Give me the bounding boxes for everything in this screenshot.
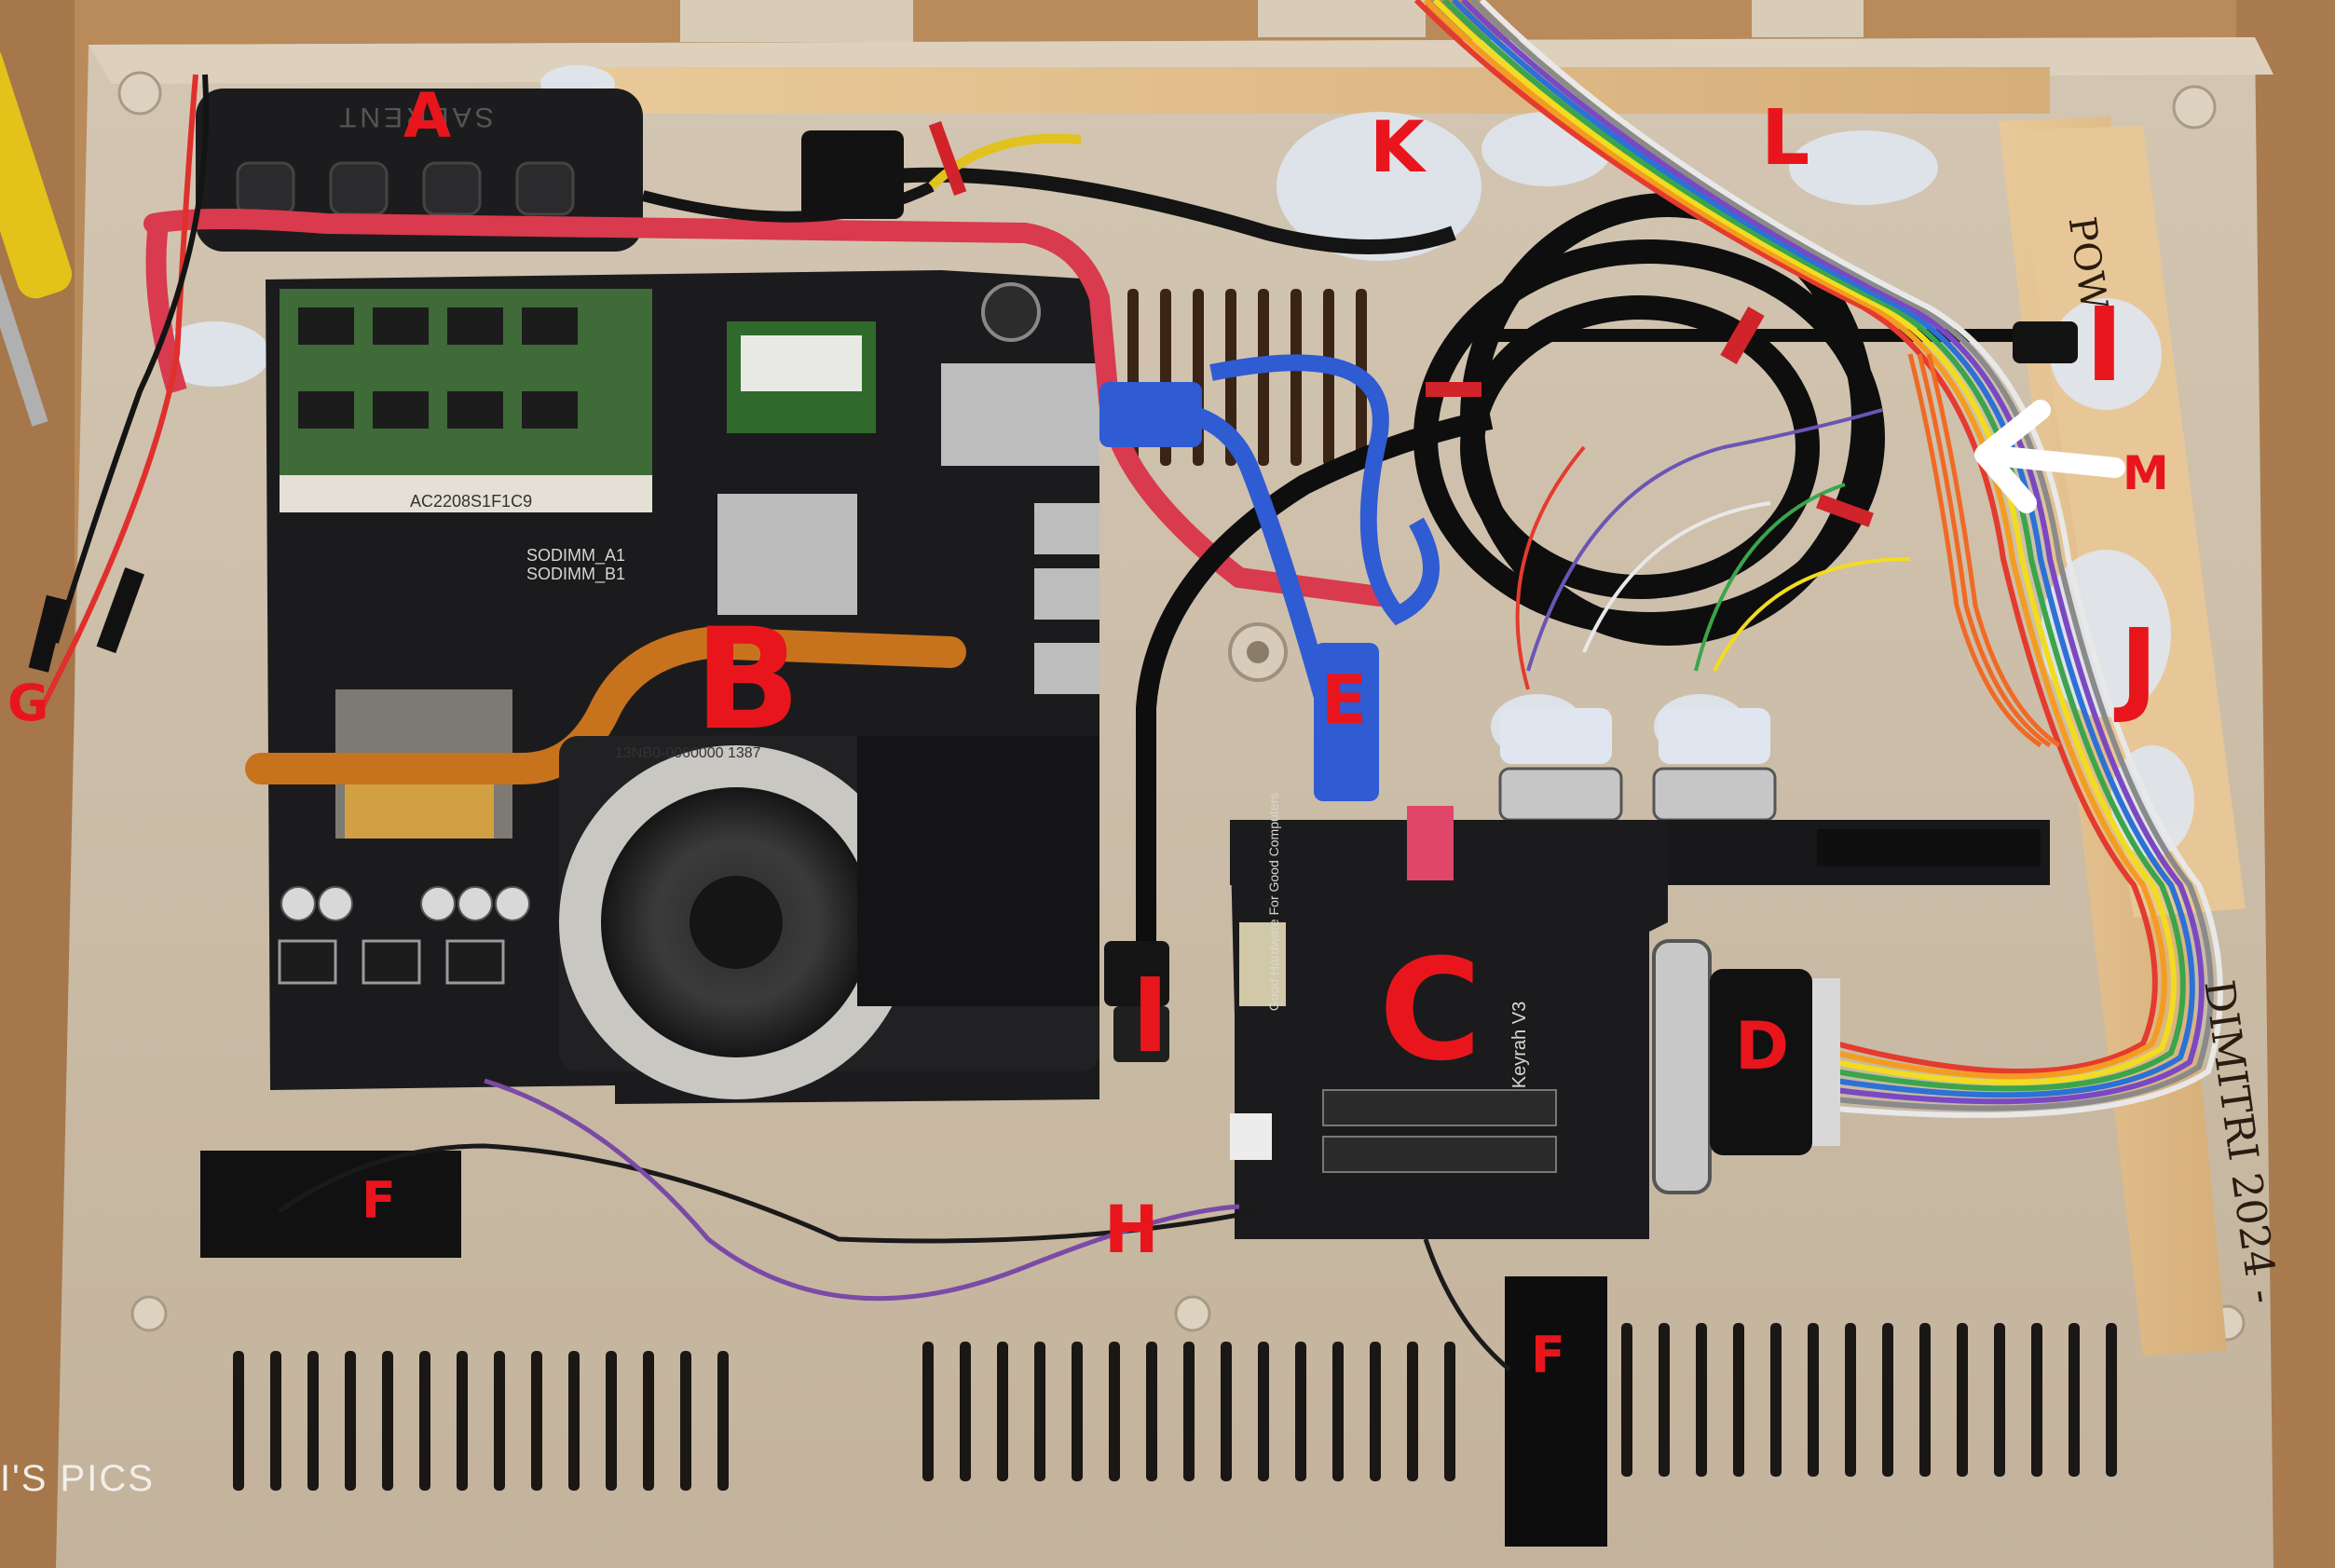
label-l: L bbox=[1761, 94, 1810, 183]
foam-pad-left bbox=[200, 1151, 461, 1258]
label-b: B bbox=[694, 599, 801, 761]
board-tag-text: Good Hardware For Good Computers bbox=[1266, 792, 1282, 1012]
sodimm-b-text: SODIMM_B1 bbox=[526, 565, 626, 583]
sodimm-a-text: SODIMM_A1 bbox=[526, 546, 626, 565]
foam-pad-bottom bbox=[1505, 1276, 1607, 1547]
label-j: J bbox=[2120, 607, 2158, 726]
screwdriver bbox=[0, 42, 73, 299]
label-i-top: I bbox=[2085, 285, 2123, 404]
board-name-text: Keyrah V3 bbox=[1509, 1001, 1531, 1089]
label-k: K bbox=[1370, 105, 1425, 188]
chipset-shield bbox=[717, 494, 857, 615]
label-c: C bbox=[1379, 930, 1482, 1092]
label-f-left: F bbox=[362, 1171, 396, 1230]
heatpipe bbox=[245, 626, 966, 784]
db25-connector bbox=[1652, 939, 1712, 1194]
wood-strip-top bbox=[596, 67, 2050, 114]
fan-code-text: 13NB0-0060000 1387 bbox=[615, 745, 761, 761]
label-g: G bbox=[7, 674, 49, 732]
photo-watermark: I'S PICS bbox=[0, 1458, 155, 1499]
label-d: D bbox=[1735, 1008, 1790, 1084]
label-m: M bbox=[2123, 446, 2169, 500]
label-e: E bbox=[1321, 661, 1368, 739]
label-i-cable: I bbox=[1131, 956, 1169, 1075]
label-h: H bbox=[1104, 1192, 1159, 1268]
keyrah-board bbox=[1230, 820, 1668, 1239]
bottom-vents bbox=[233, 1323, 2117, 1491]
label-a: A bbox=[403, 80, 452, 152]
label-f-bottom: F bbox=[1531, 1326, 1565, 1384]
ram-code-text: AC2208S1F1C9 bbox=[410, 492, 533, 511]
